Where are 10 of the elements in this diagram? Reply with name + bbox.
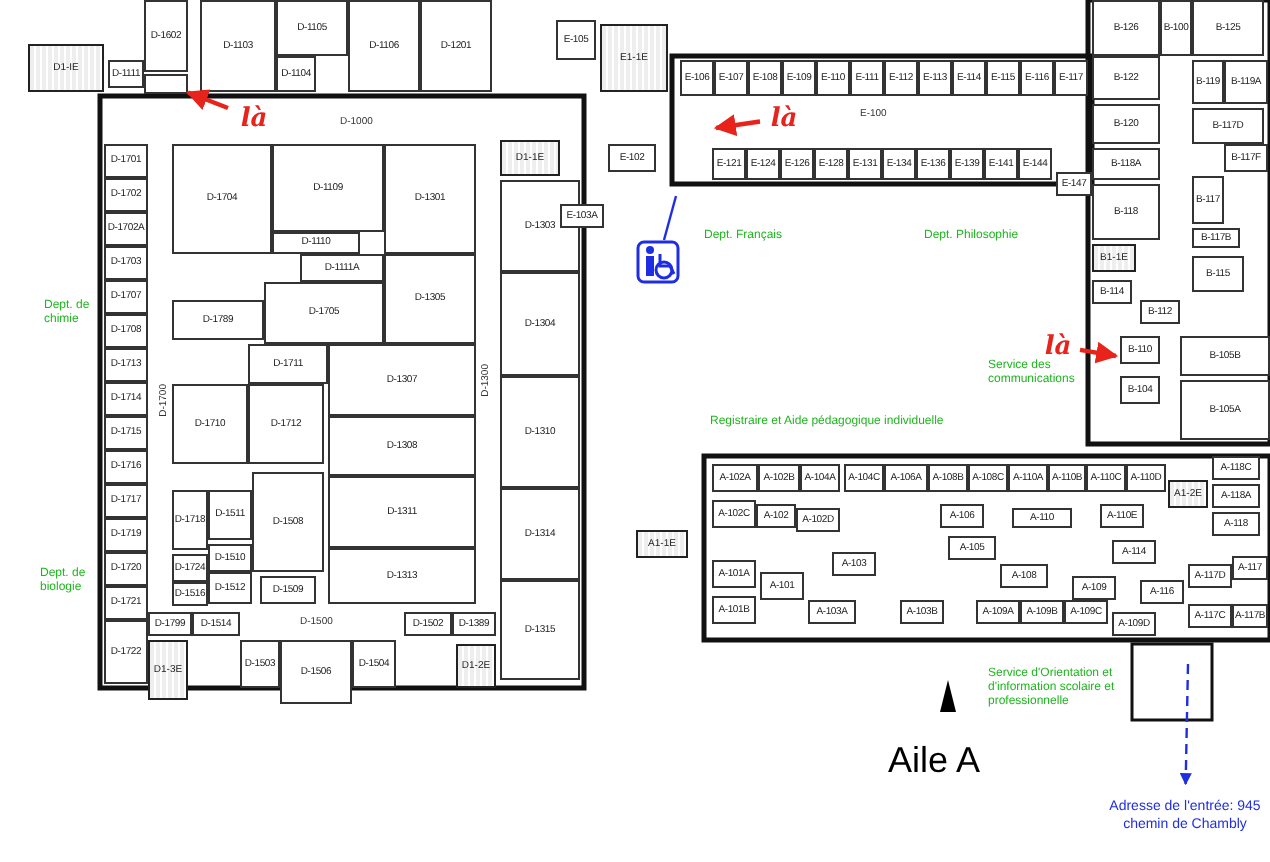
wheelchair-icon <box>636 240 680 284</box>
handwritten-note: là <box>228 100 280 136</box>
arrow <box>713 114 761 136</box>
handwritten-note: là <box>760 100 808 136</box>
leader-line <box>662 195 678 241</box>
wing-label: Aile A <box>888 740 981 782</box>
arrow <box>1179 663 1192 786</box>
room <box>144 74 188 94</box>
arrow <box>185 89 229 110</box>
arrow <box>1079 341 1119 364</box>
